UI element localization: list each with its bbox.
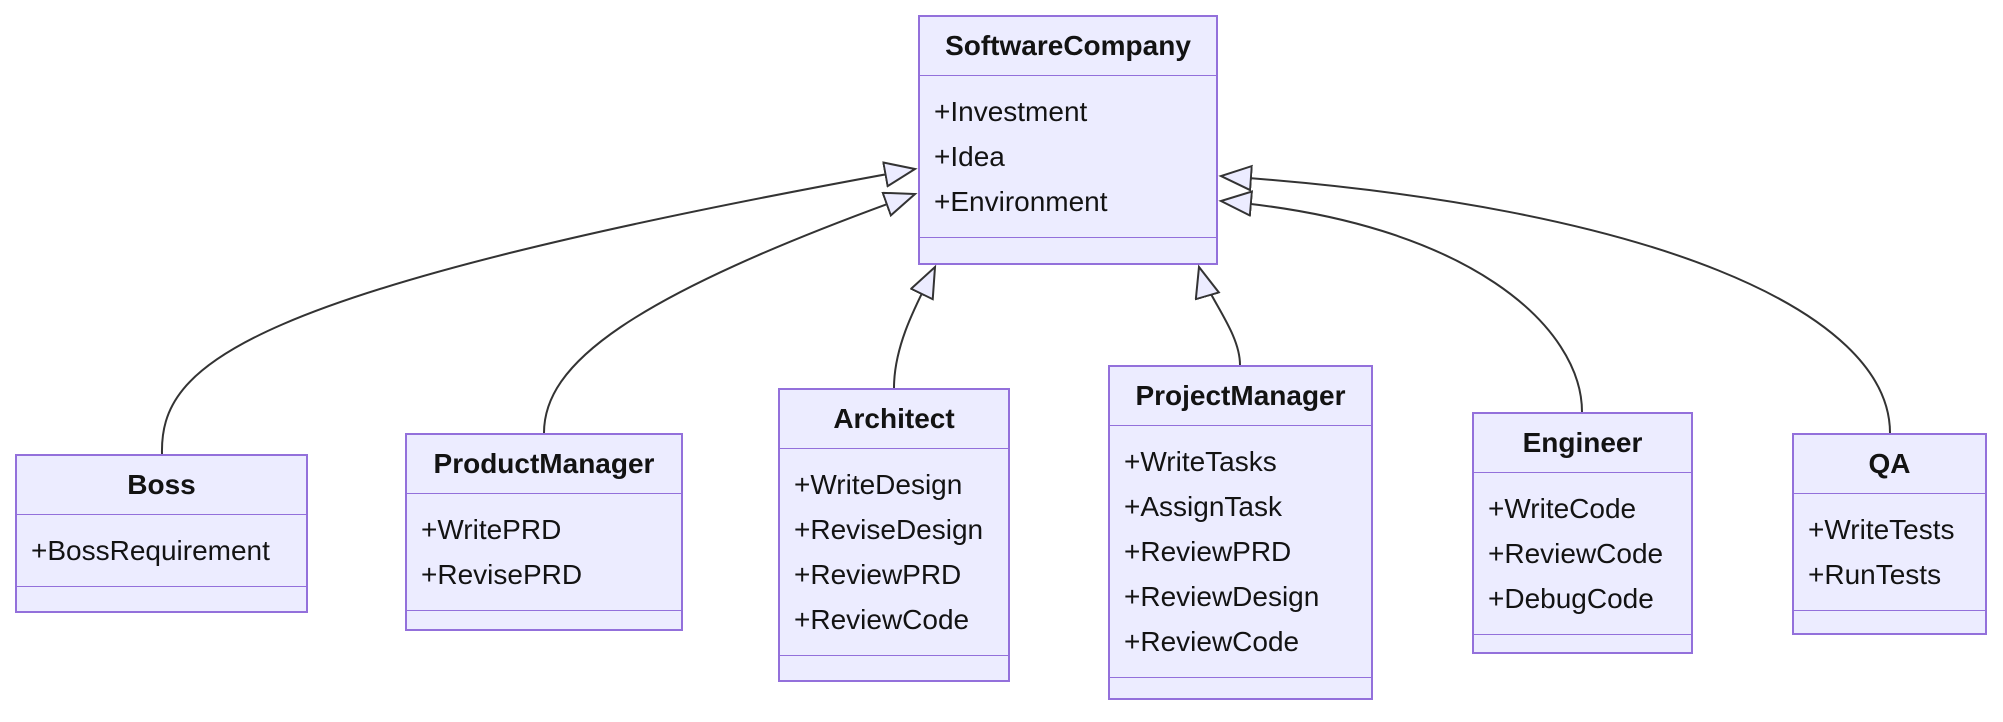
class-title: ProductManager [433,448,655,479]
class-title: SoftwareCompany [945,30,1191,61]
class-methods-empty [920,237,1216,263]
class-box-product-manager: ProductManager +WritePRD +RevisePRD [405,433,683,631]
class-member: +ReviewPRD [794,559,962,590]
class-member: +WritePRD [421,514,562,545]
class-methods-empty [780,655,1008,680]
class-box-software-company: SoftwareCompany +Investment +Idea +Environ… [918,15,1218,265]
class-member: +ReviewPRD [1124,536,1292,567]
class-members: +WriteDesign +ReviseDesign +ReviewPRD +Revi… [780,448,1008,655]
class-member: +Idea [934,141,1005,172]
class-member: +RunTests [1808,559,1942,590]
class-box-qa: QA +WriteTests +RunTests [1792,433,1987,635]
class-methods-empty [17,586,306,611]
class-member: +Investment [934,96,1088,127]
class-title: QA [1868,448,1911,479]
class-members: +BossRequirement [17,514,306,586]
class-box-project-manager: ProjectManager +WriteTasks +AssignTask +Re… [1108,365,1373,700]
class-title: ProjectManager [1135,380,1346,411]
class-member: +AssignTask [1124,491,1282,522]
class-members: +Investment +Idea +Environment [920,75,1216,237]
class-member: +WriteDesign [794,469,963,500]
class-title: Boss [127,469,196,500]
class-methods-empty [1110,677,1371,698]
class-methods-empty [1474,634,1691,652]
class-members: +WriteCode +ReviewCode +DebugCode [1474,472,1691,634]
class-member: +ReviewCode [794,604,970,635]
class-member: +Environment [934,186,1108,217]
class-member: +ReviewDesign [1124,581,1320,612]
class-member: +WriteCode [1488,493,1637,524]
class-member: +ReviseDesign [794,514,984,545]
class-members: +WriteTests +RunTests [1794,493,1985,610]
class-member: +WriteTasks [1124,446,1277,477]
class-member: +BossRequirement [31,535,270,566]
class-members: +WritePRD +RevisePRD [407,493,681,610]
class-member: +ReviewCode [1124,626,1300,657]
class-title: Engineer [1522,427,1643,458]
class-box-engineer: Engineer +WriteCode +ReviewCode +DebugCode [1472,412,1693,654]
class-member: +RevisePRD [421,559,583,590]
class-box-boss: Boss +BossRequirement [15,454,308,613]
edge-architect-to-software-company [893,267,935,389]
class-methods-empty [407,610,681,629]
class-methods-empty [1794,610,1985,633]
class-member: +WriteTests [1808,514,1955,545]
edge-project-manager-to-software-company [1199,267,1241,366]
class-members: +WriteTasks +AssignTask +ReviewPRD +ReviewD… [1110,425,1371,677]
class-member: +DebugCode [1488,583,1654,614]
class-member: +ReviewCode [1488,538,1664,569]
class-title: Architect [833,403,955,434]
class-box-architect: Architect +WriteDesign +ReviseDesign +Revi… [778,388,1010,682]
